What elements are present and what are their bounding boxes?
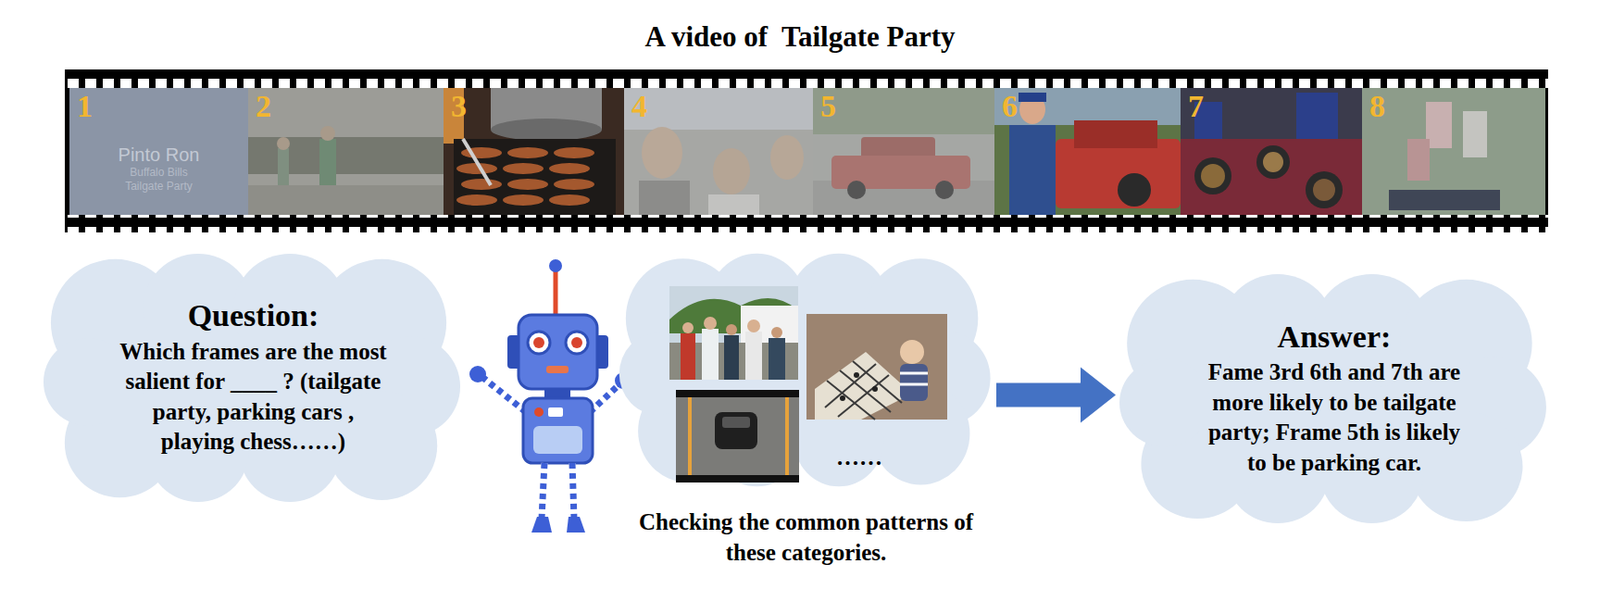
frame-number: 8 bbox=[1369, 87, 1386, 125]
cloud-heading: Answer: bbox=[1277, 318, 1392, 357]
cloud-content: Answer:Fame 3rd 6th and 7th are more lik… bbox=[1117, 270, 1551, 526]
cloud-content: Question:Which frames are the most salie… bbox=[41, 250, 465, 505]
frame-number: 7 bbox=[1187, 87, 1204, 125]
frame-number: 5 bbox=[820, 87, 837, 125]
frame-number: 6 bbox=[1001, 87, 1018, 125]
cloud-body: Fame 3rd 6th and 7th are more likely to … bbox=[1207, 357, 1463, 478]
frame-number: 1 bbox=[76, 87, 93, 125]
frame-number: 2 bbox=[255, 87, 272, 125]
block-arrow bbox=[996, 367, 1116, 424]
answer-cloud: Answer:Fame 3rd 6th and 7th are more lik… bbox=[1117, 270, 1551, 526]
diagram-title: A video of Tailgate Party bbox=[0, 20, 1600, 54]
caption-text: Checking the common patterns of these ca… bbox=[630, 507, 983, 568]
cloud-body: Which frames are the most salient for __… bbox=[119, 337, 388, 458]
frame-caption: Buffalo Bills bbox=[69, 166, 249, 180]
frame-caption: Tailgate Party bbox=[69, 180, 249, 194]
question-cloud: Question:Which frames are the most salie… bbox=[41, 250, 465, 505]
cloud-heading: Question: bbox=[187, 297, 320, 336]
frame-number: 3 bbox=[450, 87, 467, 125]
ellipsis-text: …… bbox=[836, 444, 883, 471]
frame-caption: Pinto Ron bbox=[69, 144, 249, 166]
frame-number: 4 bbox=[631, 87, 648, 125]
